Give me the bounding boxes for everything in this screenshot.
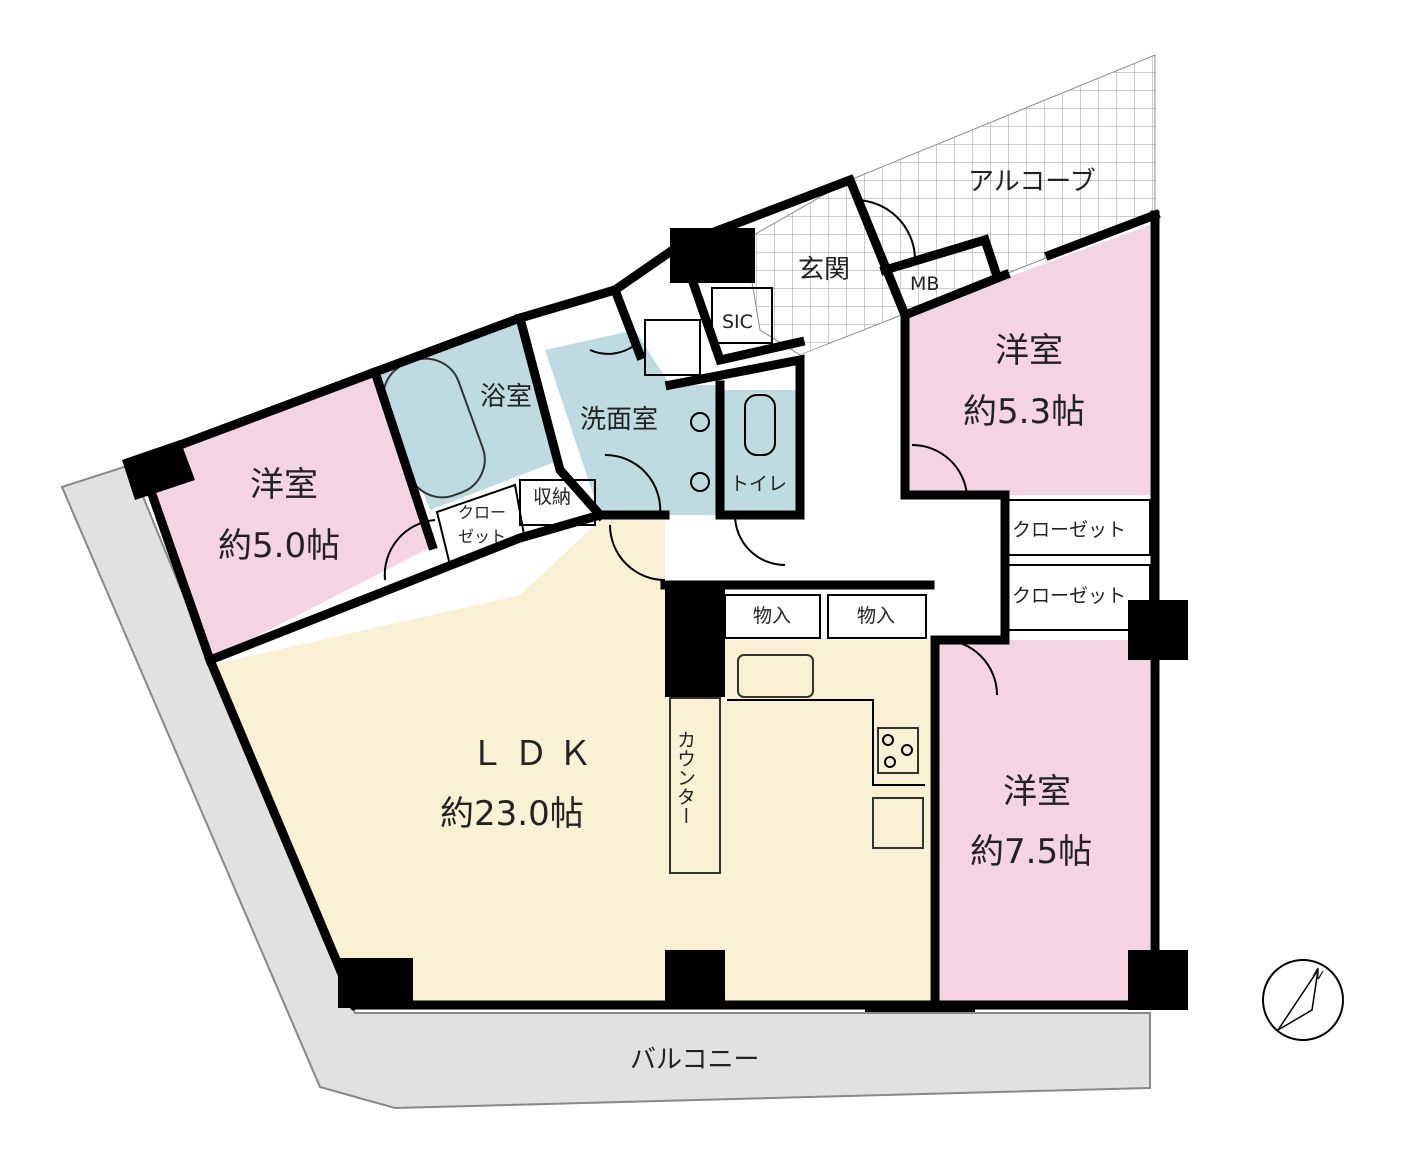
bath-label: 浴室 <box>480 382 532 412</box>
washroom-label: 洗面室 <box>580 405 658 435</box>
ldk-name: ＬＤＫ <box>470 734 602 774</box>
toilet-label: トイレ <box>730 473 787 495</box>
columns <box>122 228 1188 1012</box>
doors <box>383 199 998 696</box>
alcove-label: アルコーブ <box>968 167 1096 197</box>
mb-label: MB <box>910 273 939 295</box>
bedroom-ne-name: 洋室 <box>995 331 1063 371</box>
balcony-label: バルコニー <box>630 1045 759 1075</box>
closet-w-label-1: クロー <box>458 503 506 522</box>
counter-label: カウンター <box>674 730 696 825</box>
sic-label: SIC <box>722 311 753 333</box>
ldk-area <box>210 520 930 1005</box>
kitchen-sink <box>737 654 814 698</box>
hallway <box>665 315 1005 640</box>
toilet-bowl <box>744 394 776 456</box>
bedroom-w-size: 約5.0帖 <box>218 526 340 566</box>
toilet-area <box>723 390 797 515</box>
cupboard1-label: 物入 <box>753 605 791 627</box>
fridge-space <box>872 797 924 849</box>
ldk-size: 約23.0帖 <box>440 794 584 834</box>
bedroom-se-area <box>935 640 1150 1005</box>
entrance-label: 玄関 <box>798 255 850 285</box>
compass: N <box>1262 959 1344 1041</box>
balcony-area <box>60 463 1151 1110</box>
bedroom-se-size: 約7.5帖 <box>970 832 1092 872</box>
washroom-area <box>545 330 720 515</box>
cupboard-2[interactable] <box>827 594 927 639</box>
bedroom-w-name: 洋室 <box>250 465 318 505</box>
bedroom-w-area <box>140 372 435 660</box>
bedroom-se-name: 洋室 <box>1003 772 1071 812</box>
closet-w-label-2: ゼット <box>458 527 506 546</box>
closet-e1-label: クローゼット <box>1012 519 1126 541</box>
storage-label: 収納 <box>533 486 571 508</box>
bedroom-ne-size: 約5.3帖 <box>963 392 1085 432</box>
cupboard2-label: 物入 <box>857 605 895 627</box>
counter <box>669 697 721 874</box>
closet-e2-label: クローゼット <box>1012 585 1126 607</box>
